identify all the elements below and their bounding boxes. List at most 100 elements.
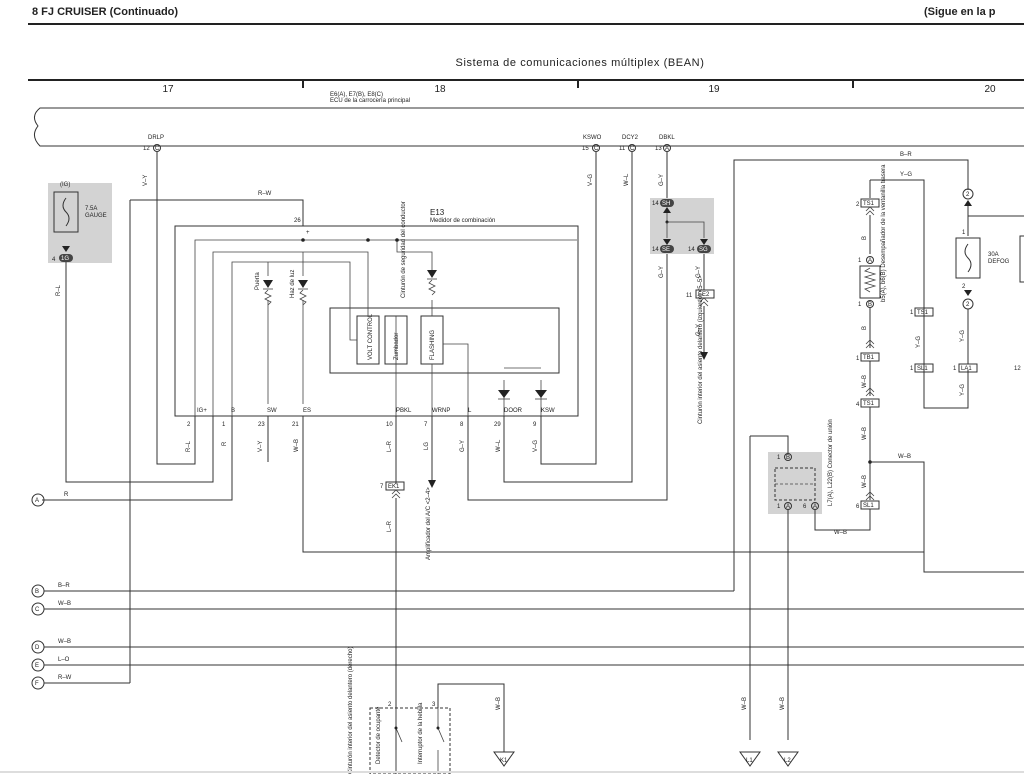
svg-text:+: + [306, 230, 310, 236]
svg-text:W–B: W–B [898, 454, 911, 460]
svg-text:G–Y: G–Y [460, 440, 466, 452]
svg-text:GAUGE: GAUGE [85, 213, 107, 219]
wire-vg-kswo [540, 152, 597, 465]
svg-text:G–Y: G–Y [659, 174, 665, 186]
svg-text:WRNP: WRNP [432, 408, 450, 414]
svg-text:SL1: SL1 [863, 503, 874, 509]
terminal-dcy2: DCY2 11 C W–L [619, 135, 639, 186]
svg-text:B: B [35, 589, 39, 595]
svg-text:W–L: W–L [496, 439, 502, 452]
svg-text:30A: 30A [988, 252, 999, 258]
svg-text:1: 1 [858, 302, 862, 308]
junction-l7-l22: 1 B 1 A 6 A L7(A), L22(B) Conector de un… [749, 419, 871, 740]
svg-text:Interruptor de la hebilla: Interruptor de la hebilla [418, 702, 424, 764]
svg-text:11: 11 [686, 293, 693, 299]
svg-text:23: 23 [258, 422, 265, 428]
svg-text:R–L: R–L [186, 440, 192, 452]
svg-text:TS1: TS1 [863, 201, 875, 207]
svg-text:15: 15 [582, 146, 589, 152]
svg-text:W–B: W–B [862, 427, 868, 440]
svg-text:TS1: TS1 [917, 310, 929, 316]
svg-text:A: A [665, 146, 669, 152]
svg-text:9: 9 [533, 422, 537, 428]
svg-text:D: D [35, 645, 40, 651]
svg-text:4: 4 [52, 257, 56, 263]
svg-text:C: C [35, 607, 40, 613]
svg-text:TS1: TS1 [863, 401, 875, 407]
svg-text:SE: SE [662, 247, 670, 253]
svg-text:W–B: W–B [742, 697, 748, 710]
svg-text:E13: E13 [430, 208, 445, 217]
column-17: 17 [162, 84, 174, 95]
svg-text:PBKL: PBKL [396, 408, 412, 414]
svg-text:R–L: R–L [56, 284, 62, 296]
svg-text:b5(A), b6(B) Desempañador de l: b5(A), b6(B) Desempañador de la ventanil… [881, 164, 887, 302]
bus-e: E L–O [31, 657, 1024, 672]
svg-text:1: 1 [222, 422, 226, 428]
wire-gauge [65, 262, 214, 483]
fuse-defog: 2 1 30A DEFOG 2 2 Y–G Y–G [955, 188, 1024, 396]
svg-text:2: 2 [962, 284, 966, 290]
bus-c: C W–B [31, 601, 1024, 616]
svg-text:B: B [231, 408, 235, 414]
svg-text:12: 12 [143, 146, 150, 152]
bus-b: B B–R [31, 583, 734, 598]
combination-meter: E13 Medidor de combinación 26 + VOLT CON… [174, 201, 579, 452]
svg-text:L1: L1 [746, 758, 753, 764]
svg-text:R–W: R–W [58, 675, 72, 681]
terminal-drlp: DRLP 12 C V–Y [143, 135, 164, 186]
svg-text:DBKL: DBKL [659, 135, 675, 141]
svg-text:ES: ES [303, 408, 311, 414]
svg-text:DRLP: DRLP [148, 135, 164, 141]
wire-rw-top [130, 199, 304, 226]
svg-text:Cinturón interior del asiento: Cinturón interior del asiento delantero … [698, 275, 704, 424]
svg-text:F: F [35, 681, 39, 687]
svg-text:LA1: LA1 [961, 366, 972, 372]
svg-text:B: B [862, 236, 868, 240]
bottom-switch-assembly: 2 3 W–B Cinturón interior del asiento de… [348, 647, 799, 774]
svg-text:12: 12 [1014, 366, 1021, 372]
wire-r-bus-a [42, 416, 233, 501]
svg-text:W–B: W–B [58, 639, 71, 645]
wire-wl-dcy2 [503, 152, 633, 483]
svg-text:1: 1 [962, 230, 966, 236]
svg-text:W–B: W–B [862, 375, 868, 388]
terminal-kswo: KSWO 15 C V–G [582, 135, 602, 186]
svg-text:2: 2 [856, 202, 860, 208]
svg-text:V–Y: V–Y [258, 441, 264, 452]
svg-text:A: A [868, 258, 872, 264]
svg-text:B: B [786, 455, 790, 461]
svg-text:G–Y: G–Y [696, 266, 702, 278]
svg-text:C: C [630, 146, 635, 152]
svg-text:Y–G: Y–G [916, 336, 922, 348]
ecu-body-outline [34, 107, 1024, 147]
svg-text:21: 21 [292, 422, 299, 428]
svg-text:7: 7 [424, 422, 428, 428]
svg-text:FLASHING: FLASHING [430, 330, 436, 360]
svg-text:L7(A), L22(B) Conector de unió: L7(A), L22(B) Conector de unión [828, 419, 834, 506]
svg-text:E: E [35, 663, 39, 669]
wire-gy-dbkl [467, 210, 668, 501]
svg-text:Zumbador: Zumbador [394, 333, 400, 360]
svg-text:13: 13 [655, 146, 662, 152]
svg-text:14: 14 [688, 247, 695, 253]
svg-text:W–B: W–B [58, 601, 71, 607]
bus-a: A R [31, 492, 69, 507]
svg-text:L–O: L–O [58, 657, 70, 663]
svg-text:7.5A: 7.5A [85, 206, 97, 212]
svg-text:V–G: V–G [533, 440, 539, 452]
fuse-gauge: (IG) 7.5A GAUGE 4 1G R–L [48, 182, 112, 296]
svg-text:R: R [64, 492, 69, 498]
svg-text:KSW: KSW [541, 408, 555, 414]
svg-text:29: 29 [494, 422, 501, 428]
column-18: 18 [434, 84, 446, 95]
svg-text:3: 3 [432, 702, 436, 708]
svg-text:1: 1 [777, 455, 781, 461]
svg-text:2: 2 [388, 702, 392, 708]
bus-d: D W–B [31, 639, 1024, 654]
svg-text:2: 2 [187, 422, 191, 428]
svg-text:6: 6 [803, 504, 807, 510]
svg-text:W–B: W–B [780, 697, 786, 710]
svg-text:14: 14 [652, 247, 659, 253]
